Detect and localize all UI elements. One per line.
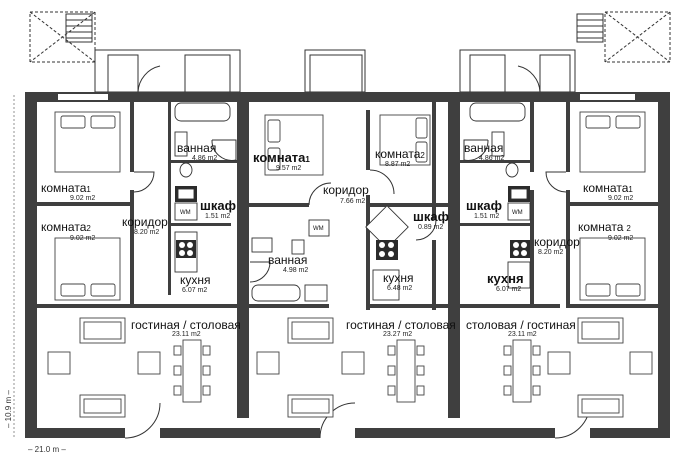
room-area: 4.86 m2 bbox=[192, 155, 217, 162]
room-area: 1.51 m2 bbox=[205, 213, 230, 220]
room-area: 23.11 m2 bbox=[172, 331, 201, 338]
room-area: 8.20 m2 bbox=[538, 249, 563, 256]
room-name: ванная bbox=[268, 253, 307, 267]
room-area: 23.11 m2 bbox=[508, 331, 537, 338]
room-area: 23.27 m2 bbox=[383, 331, 412, 338]
room-name: комната bbox=[253, 150, 306, 165]
room-area: 4.86 m2 bbox=[479, 155, 504, 162]
dimension-lines: – 10.9 m – – 21.0 m – bbox=[4, 95, 66, 454]
room-area: 9.02 m2 bbox=[70, 235, 95, 242]
entrance-porches bbox=[29, 11, 671, 93]
room-name: комната bbox=[578, 220, 624, 234]
room-area: 6.07 m2 bbox=[182, 287, 207, 294]
room-name: ванная bbox=[464, 141, 503, 155]
room-name: кухня bbox=[180, 273, 211, 287]
svg-text:комната2: комната2 bbox=[578, 220, 631, 234]
room-area: 8.87 m2 bbox=[385, 161, 410, 168]
room-name: кухня bbox=[487, 271, 524, 286]
room-area: 4.98 m2 bbox=[283, 267, 308, 274]
wm-label: WM bbox=[180, 210, 191, 216]
width-dimension: 21.0 m bbox=[35, 445, 60, 454]
room-area: 6.07 m2 bbox=[496, 286, 521, 293]
svg-text:комната1: комната1 bbox=[253, 150, 310, 165]
room-name: комната bbox=[375, 147, 421, 161]
room-area: 9.02 m2 bbox=[608, 235, 633, 242]
wm-label: WM bbox=[512, 210, 523, 216]
room-name: гостиная / столовая bbox=[131, 318, 241, 332]
room-name: шкаф bbox=[413, 209, 449, 224]
beds bbox=[54, 111, 646, 301]
room-area: 9.02 m2 bbox=[70, 195, 95, 202]
room-name: гостиная / столовая bbox=[346, 318, 456, 332]
room-name: коридор bbox=[323, 183, 369, 197]
room-name: коридор bbox=[534, 235, 580, 249]
bath-fixtures bbox=[174, 102, 526, 302]
wm-label: WM bbox=[313, 226, 324, 232]
room-name: коридор bbox=[122, 215, 168, 229]
room-name: комната bbox=[41, 220, 87, 234]
svg-text:комната2: комната2 bbox=[41, 220, 91, 234]
svg-text:комната1: комната1 bbox=[41, 181, 91, 195]
walls bbox=[25, 92, 670, 438]
room-name: шкаф bbox=[200, 198, 236, 213]
stairs-right bbox=[576, 13, 604, 43]
svg-text:– 21.0 m –: – 21.0 m – bbox=[28, 445, 66, 454]
living-furniture bbox=[47, 317, 653, 418]
room-area: 7.66 m2 bbox=[340, 198, 365, 205]
height-dimension: 10.9 m bbox=[4, 397, 13, 422]
room-area: 0.89 m2 bbox=[418, 224, 443, 231]
kitchen-fixtures bbox=[174, 186, 531, 301]
svg-text:– 10.9 m –: – 10.9 m – bbox=[4, 390, 13, 428]
washing-machines: WM WM WM bbox=[174, 202, 531, 237]
svg-text:комната1: комната1 bbox=[583, 181, 633, 195]
room-area: 1.51 m2 bbox=[474, 213, 499, 220]
room-area: 6.48 m2 bbox=[387, 285, 412, 292]
room-area: 9.57 m2 bbox=[276, 165, 301, 172]
svg-text:комната2: комната2 bbox=[375, 147, 425, 161]
room-name: столовая / гостиная bbox=[466, 318, 576, 332]
room-name: комната bbox=[583, 181, 629, 195]
room-name: ванная bbox=[177, 141, 216, 155]
room-labels: комната1 9.02 m2 комната2 9.02 m2 коридо… bbox=[41, 141, 633, 338]
room-area: 8.20 m2 bbox=[134, 229, 159, 236]
stairs-left bbox=[65, 13, 93, 43]
room-name: шкаф bbox=[466, 198, 502, 213]
room-name: комната bbox=[41, 181, 87, 195]
room-area: 9.02 m2 bbox=[608, 195, 633, 202]
room-name: кухня bbox=[383, 271, 414, 285]
